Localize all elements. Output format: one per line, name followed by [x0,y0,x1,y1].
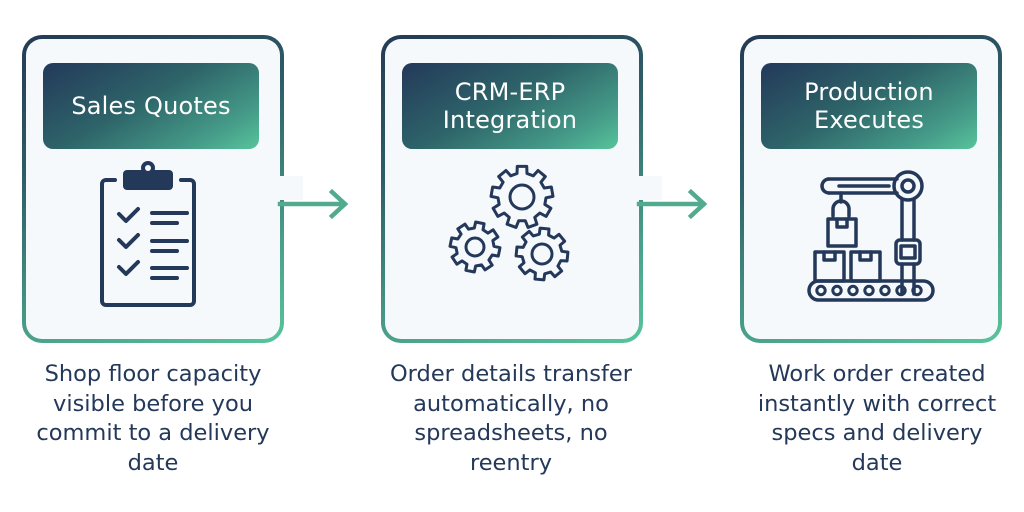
robotic-assembly-line-icon [807,170,935,302]
arrow-notch [276,176,303,200]
step-title: CRM-ERP Integration [442,78,578,134]
gear-3 [514,226,570,282]
connector-arrow-2 [635,176,708,220]
gear-1 [489,164,555,229]
step-caption: Order details transfer automatically, no… [389,361,633,476]
gears-icon [448,164,570,282]
arrow-right-icon [277,188,349,220]
clipboard-checklist-icon [100,161,196,307]
step-title: Sales Quotes [71,92,231,120]
step-card-sales-quotes: Sales Quotes [22,35,284,343]
step-title: Production Executes [804,78,934,134]
gear-2 [448,220,502,274]
step-card-production-executes: Production Executes [740,35,1002,343]
step-title-box: Production Executes [761,63,977,149]
arrow-right-icon [636,188,708,220]
step-caption: Shop floor capacity visible before you c… [36,361,270,476]
step-caption: Work order created instantly with correc… [757,361,997,476]
step-title-box: Sales Quotes [43,63,259,149]
step-title-box: CRM-ERP Integration [402,63,618,149]
arrow-notch [635,176,662,200]
connector-arrow-1 [276,176,349,220]
step-card-crm-erp-integration: CRM-ERP Integration [381,35,643,343]
